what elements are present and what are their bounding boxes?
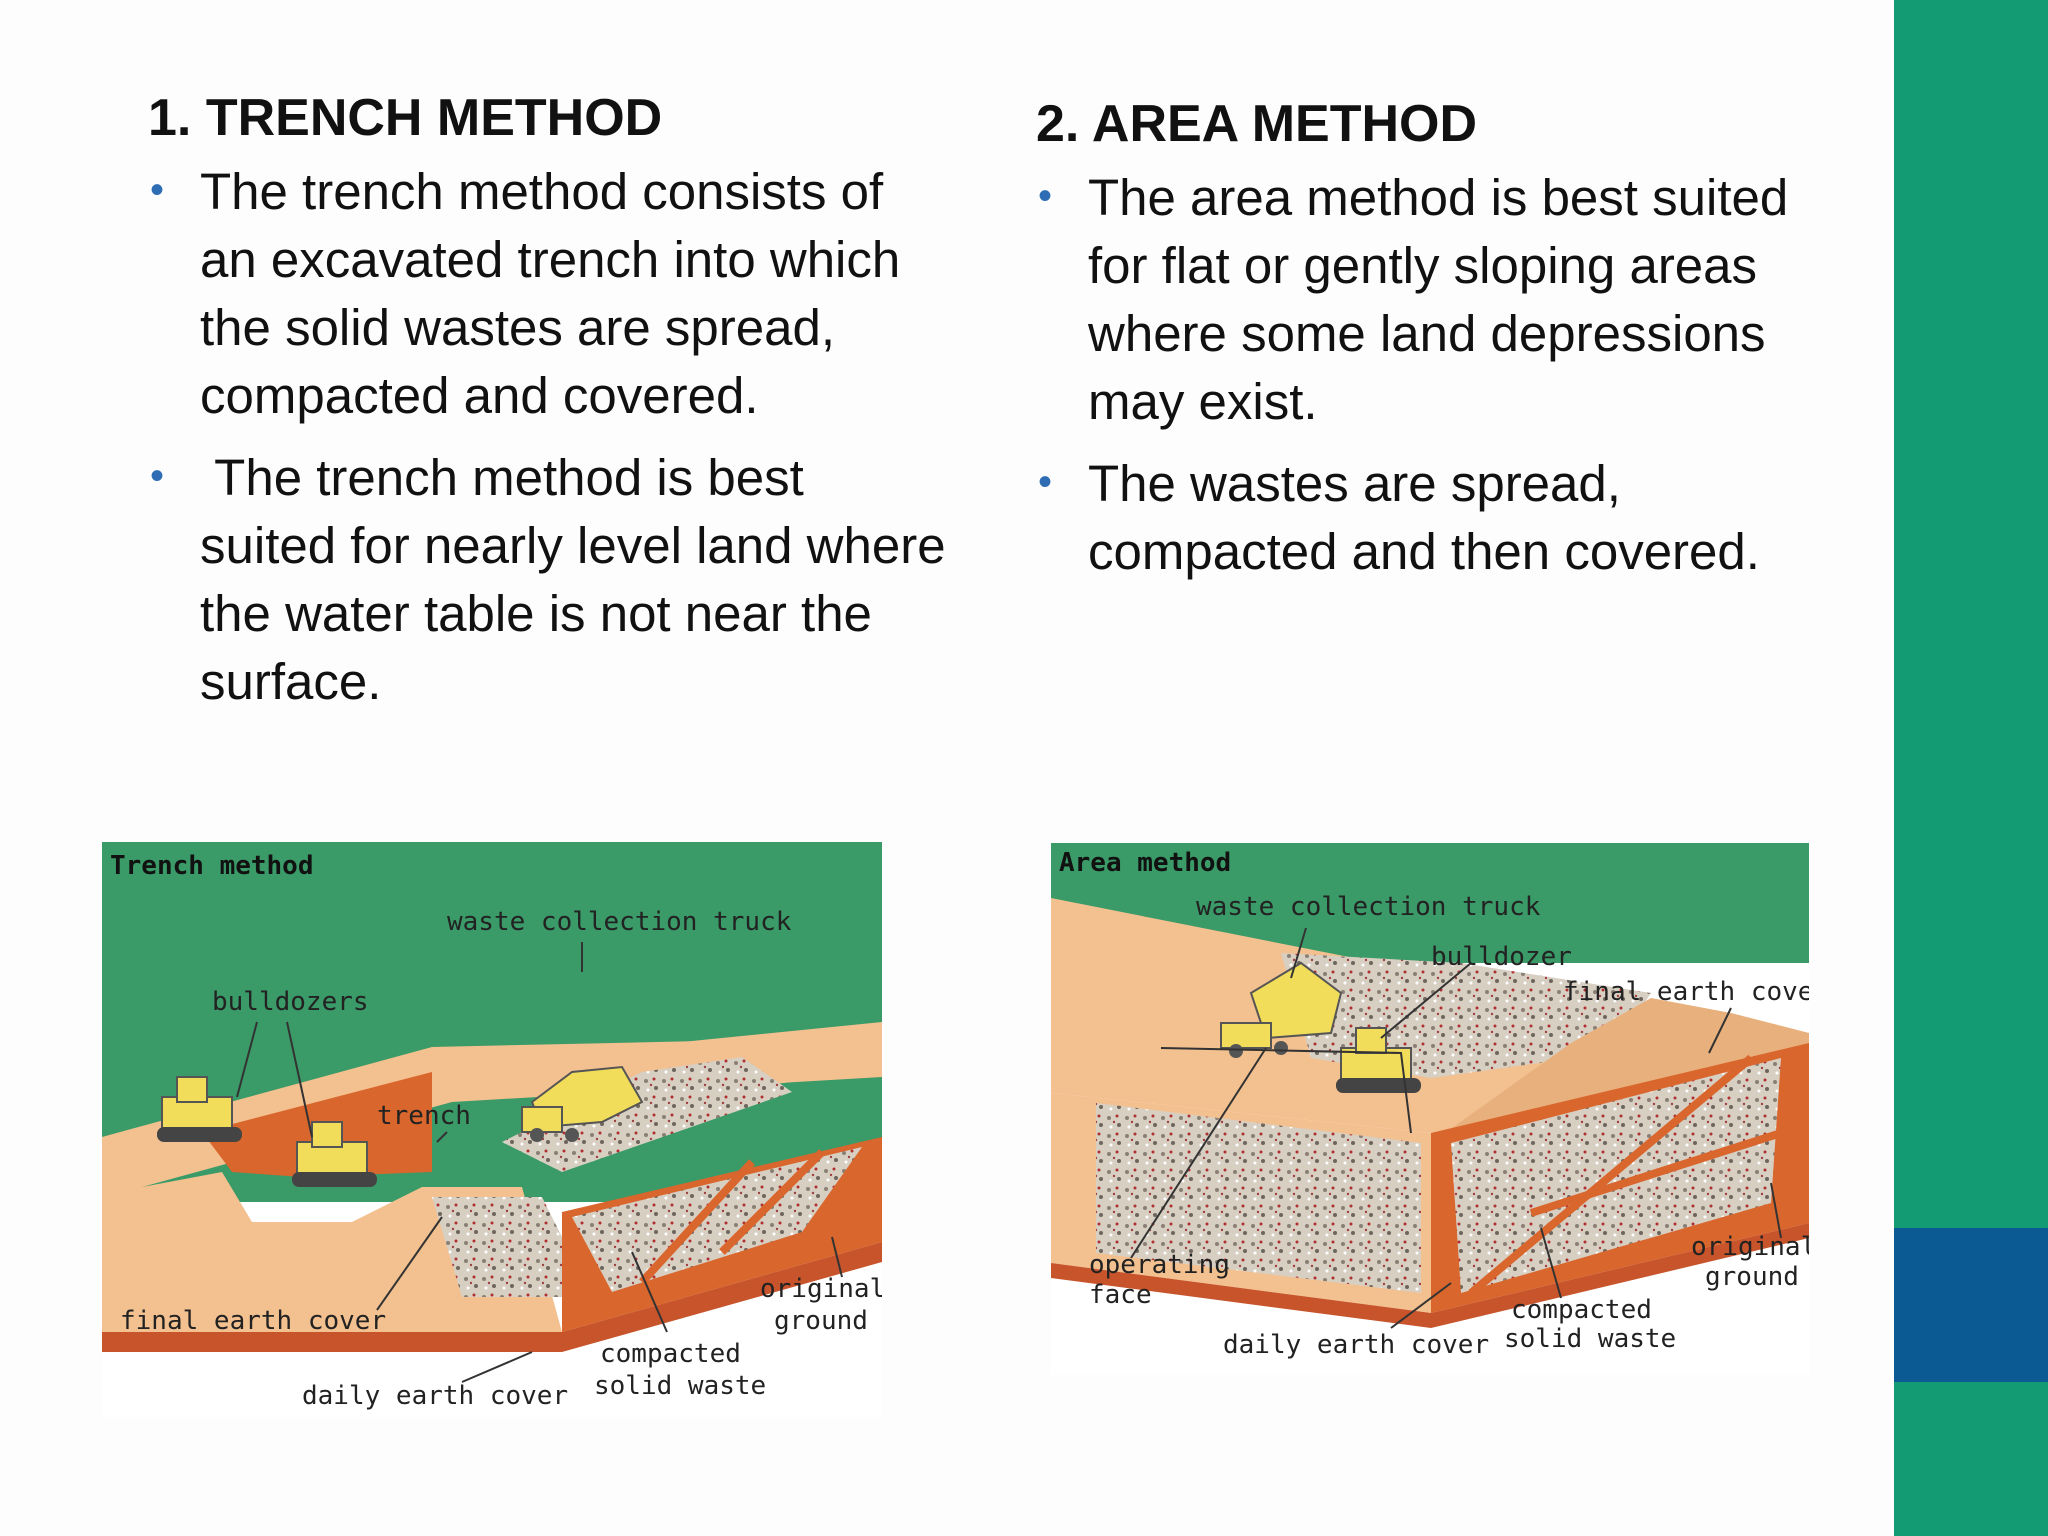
truck-label: waste collection truck bbox=[447, 907, 792, 937]
bullet-item: • The area method is best suited for fla… bbox=[1036, 164, 1856, 436]
bullet-item: • The trench method is best suited for n… bbox=[148, 444, 948, 716]
bullet-text: The area method is best suited for flat … bbox=[1088, 169, 1789, 430]
bullet-text: The trench method is best suited for nea… bbox=[200, 449, 960, 710]
trench-method-column: 1. TRENCH METHOD • The trench method con… bbox=[148, 86, 948, 730]
waste-truck-icon bbox=[521, 1065, 644, 1142]
compacted-label-line1: compacted bbox=[1511, 1295, 1652, 1325]
original-label-line1: original bbox=[1691, 1232, 1809, 1262]
bullet-dot-icon: • bbox=[150, 168, 165, 212]
figure-title: Trench method bbox=[110, 851, 314, 881]
bulldozer-icon bbox=[157, 1076, 242, 1142]
area-method-svg: Area method waste collection truck bulld… bbox=[1051, 843, 1809, 1375]
bullet-item: • The trench method consists of an excav… bbox=[148, 158, 948, 430]
area-method-illustration: Area method waste collection truck bulld… bbox=[1051, 843, 1809, 1375]
waste-pile bbox=[502, 1057, 792, 1172]
waste-cross-section bbox=[1096, 1103, 1421, 1293]
side-accent-block bbox=[1894, 1228, 2048, 1382]
bulldozer-label: bulldozer bbox=[1431, 942, 1572, 972]
waste-truck-icon bbox=[1220, 961, 1343, 1058]
original-label-line2: ground bbox=[774, 1306, 868, 1336]
area-method-heading: 2. AREA METHOD bbox=[1036, 95, 1478, 153]
waste-cross-section bbox=[432, 1197, 592, 1297]
operating-label-line2: face bbox=[1089, 1280, 1152, 1310]
compacted-label-line2: solid waste bbox=[594, 1371, 766, 1401]
leader-lines bbox=[1130, 927, 1782, 1329]
trench-method-illustration: Trench method waste collection truck bul… bbox=[102, 842, 882, 1417]
original-label-line1: original bbox=[760, 1274, 882, 1304]
soil-bottom-edge bbox=[102, 1242, 882, 1352]
figure-title: Area method bbox=[1059, 848, 1231, 878]
compacted-label-line2: solid waste bbox=[1504, 1324, 1676, 1354]
leader-lines bbox=[236, 942, 843, 1383]
trench-method-bullets: • The trench method consists of an excav… bbox=[148, 158, 948, 716]
bulldozer-icon bbox=[292, 1121, 377, 1187]
area-method-bullets: • The area method is best suited for fla… bbox=[1036, 164, 1856, 586]
bulldozers-label: bulldozers bbox=[212, 987, 369, 1017]
truck-label: waste collection truck bbox=[1196, 892, 1541, 922]
final-cover-label: final earth cover bbox=[1563, 977, 1809, 1007]
trench-label: trench bbox=[377, 1101, 471, 1131]
daily-cover-label: daily earth cover bbox=[1223, 1330, 1489, 1360]
operating-label-line1: operating bbox=[1089, 1250, 1230, 1280]
original-label-line2: ground bbox=[1705, 1262, 1799, 1292]
compacted-label-line1: compacted bbox=[600, 1339, 741, 1369]
bullet-dot-icon: • bbox=[150, 454, 165, 498]
bulldozer-icon bbox=[1336, 1027, 1421, 1093]
daily-cover-label: daily earth cover bbox=[302, 1381, 568, 1411]
bullet-item: • The wastes are spread, compacted and t… bbox=[1036, 450, 1856, 586]
bullet-text: The wastes are spread, compacted and the… bbox=[1088, 455, 1760, 580]
trench-method-svg: Trench method waste collection truck bul… bbox=[102, 842, 882, 1417]
final-cover-label: final earth cover bbox=[120, 1306, 386, 1336]
area-method-column: 2. AREA METHOD • The area method is best… bbox=[1036, 92, 1856, 600]
soil-bottom-edge bbox=[1051, 1223, 1809, 1328]
trench-method-heading: 1. TRENCH METHOD bbox=[148, 89, 663, 147]
bullet-text: The trench method consists of an excavat… bbox=[200, 163, 901, 424]
bullet-dot-icon: • bbox=[1038, 460, 1053, 504]
bullet-dot-icon: • bbox=[1038, 174, 1053, 218]
